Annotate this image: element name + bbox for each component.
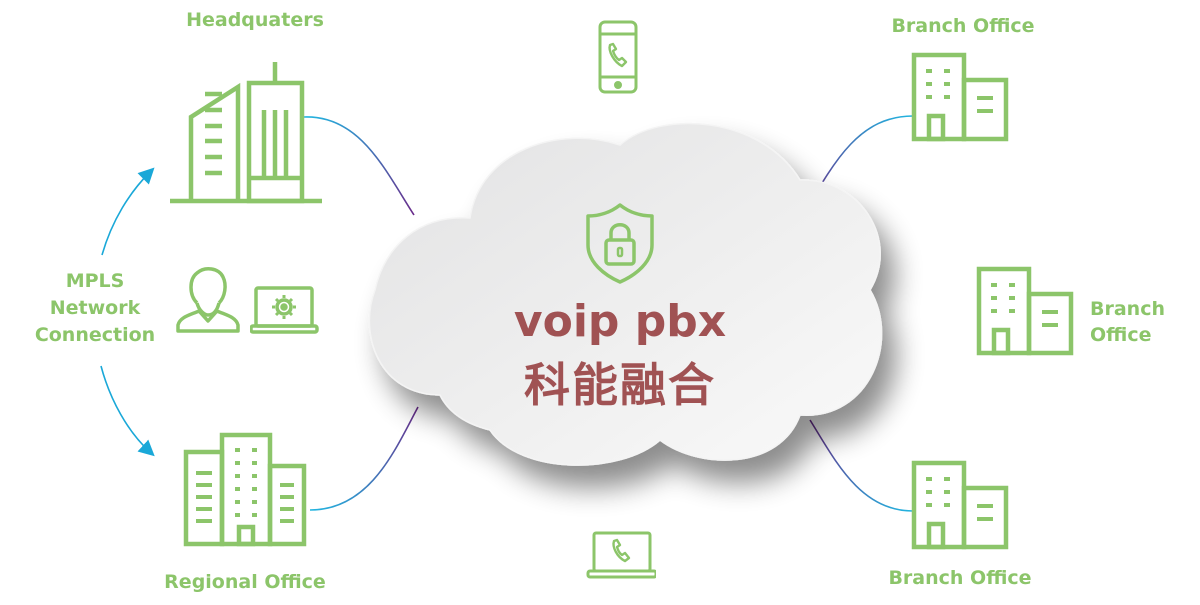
laptop-phone-call-icon bbox=[586, 531, 656, 579]
center-subtitle: 科能融合 bbox=[524, 358, 716, 412]
regional-office-label: Regional Office bbox=[164, 571, 326, 593]
user-icon bbox=[176, 267, 240, 333]
mpls-label: MPLS Network Connection bbox=[25, 268, 165, 349]
branch-building-icon bbox=[911, 52, 1009, 142]
headquarters-label: Headquaters bbox=[186, 9, 324, 31]
mpls-line-1: MPLS bbox=[65, 270, 125, 292]
branch-office-mid-label: Branch Office bbox=[1090, 296, 1165, 348]
mpls-line-2: Network bbox=[49, 297, 141, 319]
branch-office-top-label: Branch Office bbox=[891, 15, 1035, 37]
branch-mid-line-2: Office bbox=[1090, 324, 1152, 346]
branch-office-bottom-label: Branch Office bbox=[888, 567, 1032, 589]
branch-mid-line-1: Branch bbox=[1090, 298, 1165, 320]
shield-lock-icon bbox=[586, 203, 654, 284]
branch-building-icon bbox=[976, 266, 1074, 356]
center-title: voip pbx bbox=[513, 296, 727, 347]
laptop-gear-icon bbox=[250, 286, 319, 334]
cloud-shape bbox=[368, 122, 883, 466]
mobile-phone-call-icon bbox=[598, 20, 638, 94]
office-towers-icon bbox=[170, 62, 322, 204]
office-buildings-icon bbox=[183, 432, 307, 547]
branch-building-icon bbox=[911, 460, 1009, 550]
mpls-line-3: Connection bbox=[34, 324, 156, 346]
